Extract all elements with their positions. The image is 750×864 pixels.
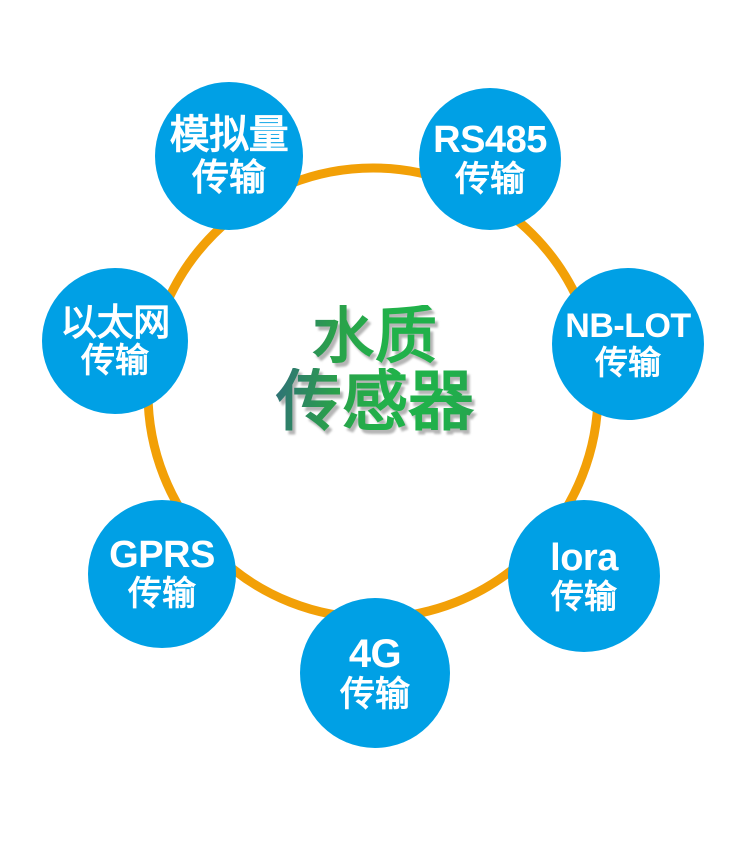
node-rs485-label-secondary: 传输 (454, 159, 525, 199)
center-title-line1: 水质 (255, 305, 495, 368)
node-gprs-label-primary: GPRS (109, 534, 215, 577)
center-title-line2: 传感器 (255, 367, 495, 435)
node-gprs-transmission[interactable]: GPRS 传输 (88, 500, 236, 648)
node-gprs-label-secondary: 传输 (128, 575, 196, 614)
center-title: 水质 传感器 (255, 305, 495, 436)
node-lora-transmission[interactable]: lora 传输 (508, 500, 660, 652)
node-analog-label-primary: 模拟量 (169, 113, 289, 158)
node-ethernet-label-secondary: 传输 (81, 341, 149, 380)
node-rs485-label-primary: RS485 (433, 118, 547, 161)
node-lora-label-primary: lora (550, 536, 618, 579)
node-analog-transmission[interactable]: 模拟量 传输 (155, 82, 303, 230)
node-nblot-label-secondary: 传输 (595, 343, 661, 381)
node-ethernet-transmission[interactable]: 以太网 传输 (42, 268, 188, 414)
node-4g-transmission[interactable]: 4G 传输 (300, 598, 450, 748)
node-lora-label-secondary: 传输 (551, 577, 617, 615)
node-4g-label-secondary: 传输 (339, 674, 410, 714)
node-ethernet-label-primary: 以太网 (60, 301, 170, 343)
node-nblot-label-primary: NB-LOT (565, 306, 691, 345)
node-analog-label-secondary: 传输 (192, 156, 266, 198)
node-rs485-transmission[interactable]: RS485 传输 (419, 88, 561, 230)
node-4g-label-primary: 4G (348, 631, 402, 676)
node-nblot-transmission[interactable]: NB-LOT 传输 (552, 268, 704, 420)
